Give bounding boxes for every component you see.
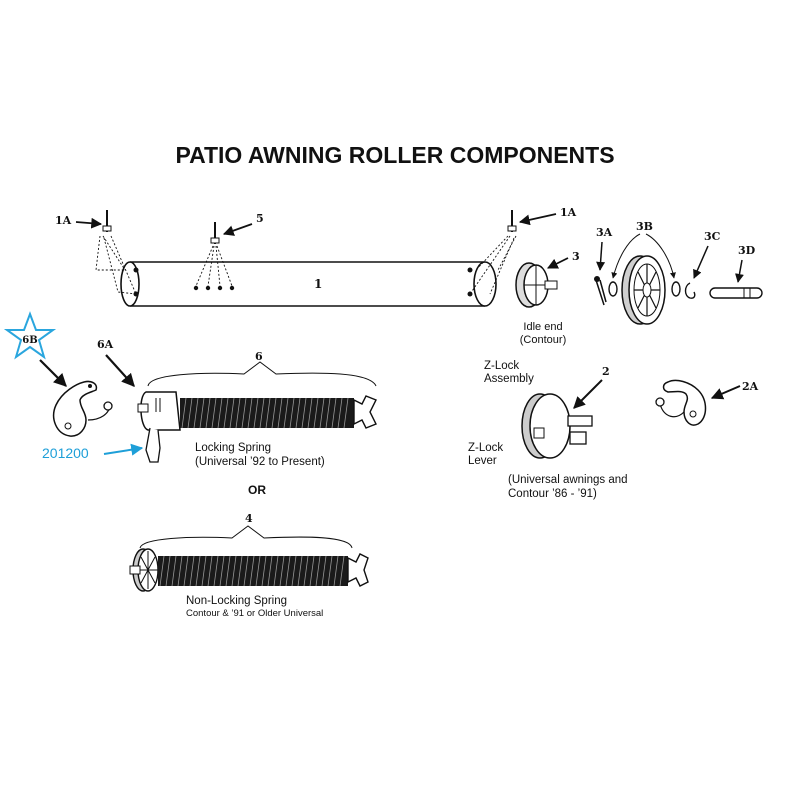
wheel-3b <box>622 256 665 324</box>
zlock-lever-2a <box>656 380 706 425</box>
label-non-locking-spring: Non-Locking Spring <box>186 595 287 607</box>
label-zlock-note-sub: Contour ’86 - ’91) <box>508 488 597 500</box>
cotter-pin-3a <box>594 276 606 305</box>
washer-3b-left <box>609 282 617 296</box>
label-zlock-lever: Z-Lock <box>468 442 503 454</box>
callout-3: 3 <box>572 250 580 263</box>
label-idle-end: Idle end <box>523 321 562 333</box>
screws-5 <box>196 222 232 286</box>
callout-1: 1 <box>314 277 322 291</box>
callout-3b: 3B <box>636 220 653 233</box>
diagram-title: PATIO AWNING ROLLER COMPONENTS <box>175 142 614 168</box>
callout-6a: 6A <box>97 338 114 351</box>
brace-6 <box>148 362 376 386</box>
label-zlock-note: (Universal awnings and <box>508 474 628 486</box>
callout-1a-right: 1A <box>560 206 577 219</box>
clip-3c <box>686 283 695 298</box>
label-zlock-lever-sub: Lever <box>468 455 497 467</box>
callout-5: 5 <box>256 212 264 225</box>
label-non-locking-spring-sub: Contour & ’91 or Older Universal <box>186 608 323 619</box>
part-number-label: 201200 <box>42 445 89 461</box>
label-zlock-assembly: Z-Lock <box>484 360 519 372</box>
label-or: OR <box>248 483 266 497</box>
callout-3d: 3D <box>738 244 756 257</box>
lever-6b <box>54 381 112 436</box>
callout-3a: 3A <box>596 226 613 239</box>
brace-4 <box>140 526 352 548</box>
callout-6b: 6B <box>22 335 37 346</box>
non-locking-spring-assembly <box>130 549 368 591</box>
washer-3b-right <box>672 282 680 296</box>
label-locking-spring-sub: (Universal ’92 to Present) <box>195 456 325 468</box>
callout-2a: 2A <box>742 380 759 393</box>
zlock-assembly <box>522 394 592 458</box>
label-locking-spring: Locking Spring <box>195 442 271 454</box>
roller-tube <box>121 262 496 306</box>
callout-2: 2 <box>602 365 610 378</box>
label-zlock-assembly-sub: Assembly <box>484 373 534 385</box>
label-idle-end-sub: (Contour) <box>520 334 566 346</box>
callout-3c: 3C <box>704 230 721 243</box>
callout-4: 4 <box>245 512 253 525</box>
callout-6: 6 <box>255 350 263 363</box>
idle-end-cap <box>516 263 557 307</box>
pin-3d <box>710 288 762 298</box>
callout-1a-left: 1A <box>55 214 72 227</box>
